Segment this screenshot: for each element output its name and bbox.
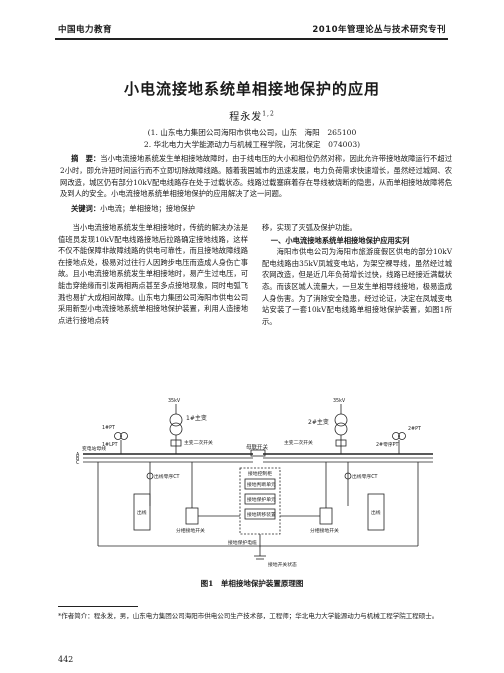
label-ct-left: 出线零序CT [154, 473, 180, 480]
label-sw-right: 分相接地开关 [310, 527, 339, 534]
label-lpt1: 1#LPT [102, 442, 118, 448]
section-heading: 一、小电流接地系统单相接地保护应用实列 [270, 235, 410, 245]
label-feeder-right: 出线 [371, 509, 381, 516]
label-ct-right: 出线零序CT [352, 473, 378, 480]
right-para-1: 移，实现了灭弧及保护功能。 [262, 223, 357, 232]
label-sw-left: 分相接地开关 [176, 527, 205, 534]
label-module1: 接地判断单元 [247, 481, 276, 488]
label-lpt2: 2#零序PT [376, 441, 399, 448]
label-pt1: 1#PT [102, 425, 115, 431]
label-xf2: 2#主变 [308, 418, 329, 426]
figure-caption: 图1 单相接地保护装置原理图 [200, 579, 304, 588]
header-rule [55, 38, 448, 40]
label-cabinet: 接地控制柜 [248, 470, 272, 477]
label-ground-state: 接地开关状态 [268, 561, 297, 568]
label-xf1: 1#主变 [186, 414, 207, 422]
label-module2: 接地保护单元 [247, 496, 276, 503]
label-phase-b: B [76, 456, 79, 462]
label-station-bus: 变电站母线 [82, 445, 106, 452]
keywords: 关键词：小电流；单相接地；接地保护 [60, 203, 452, 215]
keywords-label: 关键词： [70, 204, 101, 213]
keywords-text: 小电流；单相接地；接地保护 [100, 204, 195, 213]
affiliation-1: (1. 山东电力集团公司海阳市供电公司，山东 海阳 265100 [147, 128, 357, 137]
affiliation-2: 2. 华北电力大学能源动力与机械工程学院，河北保定 074003) [143, 140, 361, 149]
author-line: 程永发1,2 [0, 108, 504, 123]
right-para-2: 海阳市供电公司为海阳市旅游度假区供电的部分10kV配电线路由35kV凤城变电站，… [262, 247, 452, 326]
author-name: 程永发 [229, 112, 263, 123]
label-feeder-left: 出线 [137, 509, 147, 516]
paper-title: 小电流接地系统单相接地保护的应用 [123, 80, 380, 98]
journal-name: 中国电力教育 [58, 25, 113, 35]
label-phase-c: C [76, 460, 80, 466]
abstract-text: 当小电流接地系统发生单相接地故障时，由于线电压的大小和相位仍然对称，因此允许带接… [60, 154, 453, 199]
label-35kv-left: 35kV [168, 398, 181, 404]
label-sec-sw2: 主变二次开关 [284, 439, 313, 446]
issue-title: 2010年管理论丛与技术研究专刊 [312, 25, 446, 35]
footnote: *作者简介：程永发，男，山东电力集团公司海阳市供电公司生产技术部，工程师；华北电… [58, 612, 439, 620]
abstract-label: 摘 要： [70, 154, 101, 163]
label-module3: 接地转移装置 [247, 511, 276, 518]
footnote-rule [58, 606, 138, 607]
label-sec-sw1: 主变二次开关 [184, 439, 213, 446]
label-pt2: 2#PT [408, 426, 421, 432]
schematic-figure: 35kV 35kV 1#主变 2#主变 1#PT 1#LPT 2#PT 2#零序… [76, 398, 433, 568]
page-number: 442 [58, 655, 74, 664]
body-right-column: 移，实现了灭弧及保护功能。 一、小电流接地系统单相接地保护应用实列 海阳市供电公… [262, 222, 452, 327]
label-ground-cable: 接地保护电缆 [228, 539, 257, 546]
author-affil-mark: 1,2 [262, 110, 275, 118]
label-phase-a: A [76, 452, 80, 458]
label-35kv-right: 35kV [333, 398, 346, 404]
abstract: 摘 要：当小电流接地系统发生单相接地故障时，由于线电压的大小和相位仍然对称，因此… [60, 153, 452, 200]
label-bus-section: 母联开关 [246, 443, 269, 451]
body-left-column: 当小电流接地系统发生单相接地时，传统的解决办法是值班员发现10kV配电线路接地后… [58, 223, 248, 325]
